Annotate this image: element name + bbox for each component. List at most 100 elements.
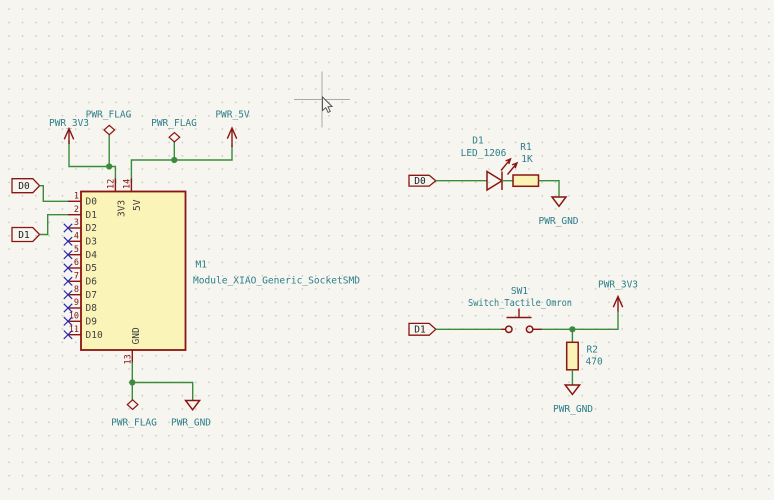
component-resistor-r2[interactable]: R2 470 bbox=[565, 341, 603, 371]
pin-number: 14 bbox=[123, 179, 133, 189]
wire-switch-to-3v3[interactable] bbox=[541, 311, 619, 330]
power-flag-label[interactable]: PWR_FLAG bbox=[151, 118, 197, 129]
power-gnd-label[interactable]: PWR_GND bbox=[538, 216, 578, 227]
no-connect-x bbox=[63, 290, 73, 300]
module-pin-14[interactable]: 14 5V bbox=[123, 178, 143, 212]
no-connect-x bbox=[63, 303, 73, 313]
power-flag-2[interactable]: PWR_FLAG bbox=[151, 118, 197, 160]
no-connect-x bbox=[63, 330, 73, 340]
gnd-net-module[interactable]: PWR_FLAG PWR_GND bbox=[111, 362, 211, 429]
led-circuit[interactable]: D0 D1 LED_1206 R1 1K PWR_GND bbox=[408, 136, 579, 228]
pin-number: 10 bbox=[69, 312, 79, 322]
global-label-text[interactable]: D1 bbox=[414, 325, 426, 336]
component-switch-sw1[interactable]: SW1 Switch_Tactile_Omron bbox=[468, 286, 572, 334]
pin-name: D5 bbox=[86, 263, 97, 274]
module-pin-11[interactable]: 11 D10 bbox=[63, 325, 103, 341]
wire-d0-to-pin1[interactable] bbox=[39, 185, 68, 202]
resistor-value[interactable]: 470 bbox=[586, 357, 603, 368]
pin-number: 6 bbox=[74, 258, 79, 268]
power-flag-diamond bbox=[126, 398, 139, 411]
led-value[interactable]: LED_1206 bbox=[461, 148, 507, 159]
power-flag-diamond bbox=[103, 124, 116, 136]
global-label-d0-right[interactable]: D0 bbox=[408, 174, 437, 187]
component-led-d1[interactable]: D1 LED_1206 bbox=[461, 136, 519, 192]
no-connect-x bbox=[63, 316, 73, 326]
power-flag-diamond bbox=[168, 131, 181, 143]
module-pin-9[interactable]: 9 D8 bbox=[63, 298, 97, 314]
pin-name: D6 bbox=[86, 277, 98, 288]
led-light-arrow bbox=[506, 161, 519, 175]
wire-3v3[interactable] bbox=[68, 140, 117, 184]
no-connect-x bbox=[63, 236, 73, 246]
wire-d1-to-pin2[interactable] bbox=[39, 214, 68, 236]
led-ref[interactable]: D1 bbox=[472, 136, 484, 147]
power-gnd-label[interactable]: PWR_GND bbox=[171, 418, 211, 429]
power-label-5v[interactable]: PWR_5V bbox=[215, 110, 250, 121]
pin-name: 3V3 bbox=[116, 200, 127, 217]
global-label-d1-left[interactable]: D1 bbox=[11, 226, 41, 243]
power-arrow-head bbox=[612, 294, 624, 308]
switch-value[interactable]: Switch_Tactile_Omron bbox=[468, 298, 572, 309]
pin-number: 7 bbox=[74, 272, 79, 282]
module-ref[interactable]: M1 bbox=[196, 260, 208, 271]
power-symbol-3v3[interactable]: PWR_3V3 bbox=[49, 118, 89, 144]
global-label-text[interactable]: D0 bbox=[414, 176, 426, 187]
module-body[interactable] bbox=[80, 190, 187, 351]
no-connect-x bbox=[63, 250, 73, 260]
pin-name: 5V bbox=[132, 199, 143, 211]
global-label-d1-right[interactable]: D1 bbox=[408, 322, 437, 336]
crosshair-cursor bbox=[294, 71, 350, 128]
resistor-value[interactable]: 1K bbox=[521, 154, 533, 165]
module-value[interactable]: Module_XIAO_Generic_SocketSMD bbox=[193, 276, 360, 287]
module-pin-6[interactable]: 6 D5 bbox=[63, 258, 97, 274]
power-symbol-gnd-switch[interactable]: PWR_GND bbox=[553, 384, 593, 415]
mouse-pointer-icon bbox=[322, 95, 334, 113]
power-symbol-3v3-switch[interactable]: PWR_3V3 bbox=[598, 280, 638, 312]
power-flag-label[interactable]: PWR_FLAG bbox=[86, 110, 132, 121]
pin-number: 5 bbox=[74, 245, 79, 255]
pin-number: 4 bbox=[74, 232, 79, 242]
global-label-text[interactable]: D1 bbox=[18, 230, 30, 241]
global-label-text[interactable]: D0 bbox=[18, 181, 30, 192]
wire-5v[interactable] bbox=[130, 145, 233, 183]
junction-dot bbox=[129, 379, 136, 386]
switch-contact bbox=[504, 325, 513, 334]
power-label-3v3[interactable]: PWR_3V3 bbox=[598, 280, 638, 291]
module-pin-13[interactable]: 13 GND bbox=[123, 327, 142, 364]
module-pin-4[interactable]: 4 D3 bbox=[63, 232, 97, 248]
switch-contact bbox=[525, 325, 534, 334]
power-flag-1[interactable]: PWR_FLAG bbox=[86, 110, 132, 167]
wire-gnd-right[interactable] bbox=[132, 381, 194, 401]
power-flag-label[interactable]: PWR_FLAG bbox=[111, 418, 157, 429]
wire-r1-to-gnd[interactable] bbox=[538, 180, 560, 197]
pin-name: D10 bbox=[86, 330, 103, 341]
power-gnd-label[interactable]: PWR_GND bbox=[553, 404, 593, 415]
module-pin-2[interactable]: 2 D1 bbox=[68, 205, 97, 221]
module-pin-12[interactable]: 12 3V3 bbox=[107, 178, 128, 218]
led-triangle bbox=[486, 170, 504, 192]
switch-circuit[interactable]: D1 SW1 Switch_Tactile_Omron PWR_3V3 R2 4… bbox=[408, 280, 638, 416]
module-pin-1[interactable]: 1 D0 bbox=[68, 192, 97, 208]
module-pin-8[interactable]: 8 D7 bbox=[63, 285, 97, 301]
power-symbol-gnd-led[interactable]: PWR_GND bbox=[538, 196, 579, 227]
global-label-shape bbox=[408, 174, 437, 187]
power-flag-3[interactable]: PWR_FLAG bbox=[111, 398, 157, 429]
global-label-d0-left[interactable]: D0 bbox=[11, 178, 41, 194]
power-label-3v3[interactable]: PWR_3V3 bbox=[49, 118, 89, 129]
resistor-ref[interactable]: R2 bbox=[587, 345, 598, 356]
power-symbol-gnd-module[interactable]: PWR_GND bbox=[171, 399, 211, 429]
pin-name: D4 bbox=[86, 250, 98, 261]
module-pin-7[interactable]: 7 D6 bbox=[63, 272, 98, 288]
power-arrow-head bbox=[63, 126, 75, 140]
module-pin-5[interactable]: 5 D4 bbox=[63, 245, 98, 261]
module-pin-10[interactable]: 10 D9 bbox=[63, 312, 97, 328]
module-pin-3[interactable]: 3 D2 bbox=[63, 218, 97, 234]
resistor-ref[interactable]: R1 bbox=[520, 142, 532, 153]
component-module-m1[interactable]: M1 Module_XIAO_Generic_SocketSMD 1 D0 2 … bbox=[63, 178, 360, 365]
switch-ref[interactable]: SW1 bbox=[511, 286, 528, 297]
power-symbol-5v[interactable]: PWR_5V bbox=[215, 110, 250, 148]
power-arrow-head bbox=[226, 126, 238, 139]
power-rail-3v3-5v[interactable]: PWR_3V3 PWR_FLAG PWR_FLAG PWR_5V bbox=[49, 110, 250, 184]
